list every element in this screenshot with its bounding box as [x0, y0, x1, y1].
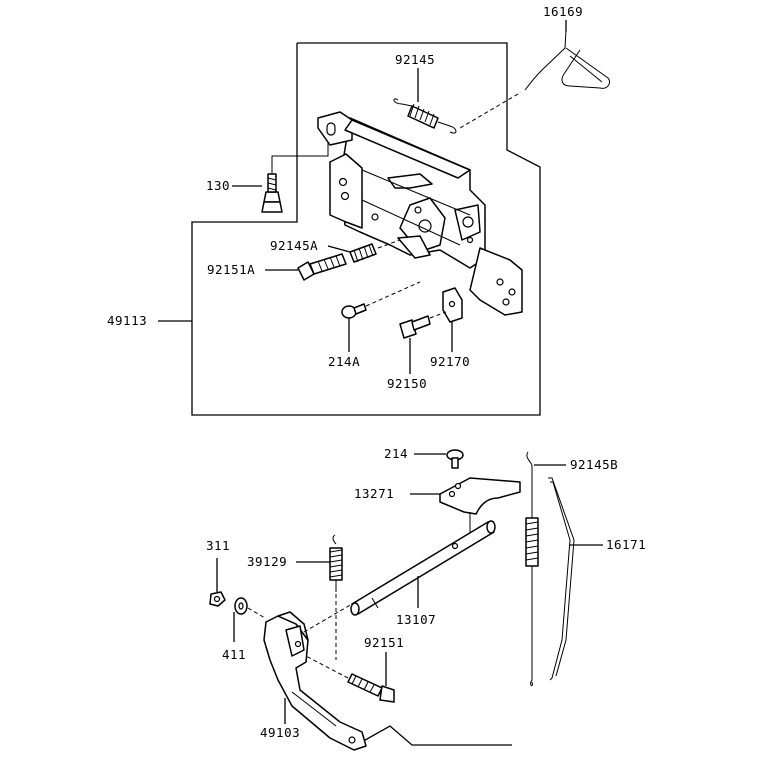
link-line-214A	[365, 281, 421, 307]
spring-92145B	[525, 451, 539, 687]
screw-214	[446, 449, 464, 469]
leader-92145A	[327, 245, 351, 253]
lever-arm-49103	[263, 611, 367, 751]
label-92145B: 92145B	[570, 457, 618, 472]
bolt-92151	[347, 673, 395, 703]
label-411: 411	[222, 647, 246, 662]
link-line-92151	[305, 655, 349, 679]
nut-311	[209, 591, 226, 607]
link-line-411	[247, 607, 266, 619]
label-92150: 92150	[387, 376, 427, 391]
label-39129: 39129	[247, 554, 287, 569]
shaft-13107	[350, 520, 496, 616]
label-92145A: 92145A	[270, 238, 318, 253]
label-92151A: 92151A	[207, 262, 255, 277]
label-49103: 49103	[260, 725, 300, 740]
washer-411	[234, 597, 248, 615]
plate-13271	[439, 477, 521, 515]
spring-39129	[329, 534, 343, 592]
label-16169: 16169	[543, 4, 583, 19]
label-214: 214	[384, 446, 408, 461]
spring-92145A	[349, 243, 377, 263]
label-130: 130	[206, 178, 230, 193]
bolt-92151A	[297, 253, 347, 281]
label-214A: 214A	[328, 354, 360, 369]
wire-16169	[524, 29, 611, 91]
lower-outline	[359, 725, 512, 746]
label-16171: 16171	[606, 537, 646, 552]
label-13271: 13271	[354, 486, 394, 501]
control-plate	[317, 111, 523, 316]
group-outline-49113	[191, 42, 541, 416]
label-49113: 49113	[107, 313, 147, 328]
link-line-130	[271, 142, 329, 174]
link-line-92145A	[377, 239, 401, 249]
rod-16171	[548, 477, 575, 681]
link-line-92150	[429, 311, 447, 319]
bolt-92150	[399, 315, 431, 339]
screw-214A	[341, 303, 367, 319]
bolt-130	[261, 173, 283, 213]
label-311: 311	[206, 538, 230, 553]
label-92151: 92151	[364, 635, 404, 650]
label-13107: 13107	[396, 612, 436, 627]
link-line-49103	[303, 603, 353, 633]
label-92170: 92170	[430, 354, 470, 369]
link-line-16169	[459, 93, 519, 129]
link-piece-92170	[442, 287, 463, 323]
label-92145: 92145	[395, 52, 435, 67]
spring-92145	[393, 98, 457, 134]
